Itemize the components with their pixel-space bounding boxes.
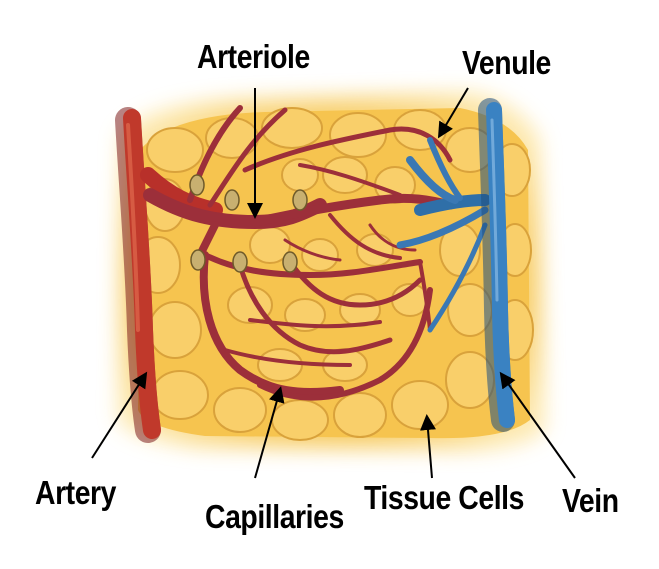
artery-vessel <box>115 107 223 443</box>
label-vein: Vein <box>562 482 619 519</box>
capillaries-pointer <box>254 386 285 479</box>
capillary-network <box>143 105 455 401</box>
venule-pointer <box>437 87 469 139</box>
precapillary-sphincters <box>189 174 308 273</box>
tissue-cells-pointer <box>420 414 436 479</box>
label-capillaries: Capillaries <box>205 498 344 535</box>
label-venule: Venule <box>462 44 551 81</box>
label-arteriole: Arteriole <box>197 38 310 75</box>
label-artery: Artery <box>35 474 117 511</box>
vein-pointer <box>499 371 576 479</box>
artery-pointer <box>91 371 148 459</box>
label-pointers <box>91 87 576 479</box>
label-tissue-cells: Tissue Cells <box>364 479 524 516</box>
